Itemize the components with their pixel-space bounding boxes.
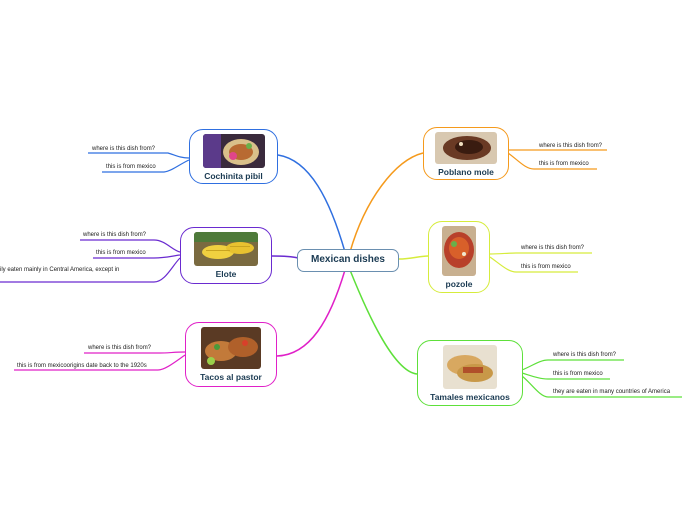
note-poblano-answer[interactable]: this is from mexico xyxy=(539,160,589,168)
note-pozole-question[interactable]: where is this dish from? xyxy=(521,244,584,252)
leaf-line xyxy=(88,153,189,158)
cochinita-pibil-photo xyxy=(203,134,265,168)
elote-photo xyxy=(194,232,258,266)
tacos-al-pastor-photo xyxy=(201,327,261,369)
leaf-line xyxy=(84,352,185,353)
note-pozole-answer[interactable]: this is from mexico xyxy=(521,263,571,271)
note-elote-question[interactable]: where is this dish from? xyxy=(83,231,146,239)
tamales-photo xyxy=(443,345,497,389)
note-elote-answer[interactable]: this is from mexico xyxy=(96,249,146,257)
central-topic[interactable]: Mexican dishes xyxy=(297,249,399,272)
note-tamales-question[interactable]: where is this dish from? xyxy=(553,351,616,359)
branch-cochinita xyxy=(278,155,345,252)
branch-poblano xyxy=(350,153,423,252)
topic-title: Tamales mexicanos xyxy=(418,392,522,402)
note-poblano-question[interactable]: where is this dish from? xyxy=(539,142,602,150)
note-tacos-answer[interactable]: this is from mexicoorigins date back to … xyxy=(17,362,147,370)
topic-tacos-al-pastor[interactable]: Tacos al pastor xyxy=(185,322,277,387)
topic-title: Poblano mole xyxy=(424,167,508,177)
topic-pozole[interactable]: pozole xyxy=(428,221,490,293)
topic-title: Elote xyxy=(181,269,271,279)
topic-title: Cochinita pibil xyxy=(190,171,277,181)
pozole-photo xyxy=(442,226,476,276)
topic-elote[interactable]: Elote xyxy=(180,227,272,284)
branch-tacos xyxy=(277,270,345,356)
note-elote-detail[interactable]: ily eaten mainly in Central America, exc… xyxy=(0,266,119,274)
note-tamales-detail[interactable]: they are eaten in many countries of Amer… xyxy=(553,388,670,396)
topic-title: Tacos al pastor xyxy=(186,372,276,382)
topic-title: pozole xyxy=(429,279,489,289)
branch-pozole xyxy=(399,256,428,259)
note-cochinita-question[interactable]: where is this dish from? xyxy=(92,145,155,153)
poblano-mole-photo xyxy=(435,132,497,164)
topic-cochinita-pibil[interactable]: Cochinita pibil xyxy=(189,129,278,184)
branch-tamales xyxy=(350,270,417,374)
topic-tamales-mexicanos[interactable]: Tamales mexicanos xyxy=(417,340,523,406)
note-tacos-question[interactable]: where is this dish from? xyxy=(88,344,151,352)
note-cochinita-answer[interactable]: this is from mexico xyxy=(106,163,156,171)
leaf-line xyxy=(490,253,592,254)
topic-poblano-mole[interactable]: Poblano mole xyxy=(423,127,509,180)
branch-elote xyxy=(272,256,298,258)
note-tamales-answer[interactable]: this is from mexico xyxy=(553,370,603,378)
leaf-line xyxy=(522,360,624,370)
central-topic-label: Mexican dishes xyxy=(311,254,385,265)
